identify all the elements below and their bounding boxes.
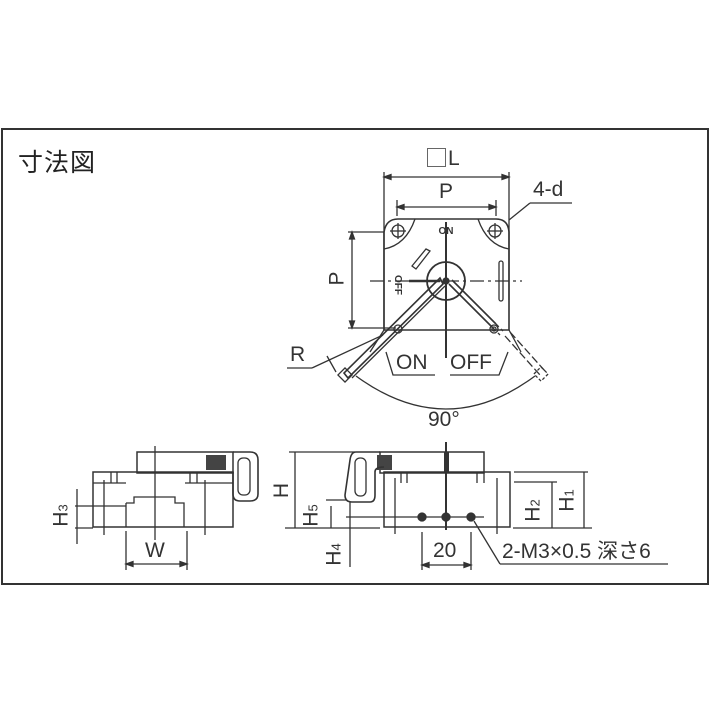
holes-4d-label: 4-d [533,178,564,201]
dim-H-label: H [270,482,294,499]
angle-90-label: 90° [428,408,460,431]
on-position-label: ON [396,351,428,374]
svg-text:OFF: OFF [392,275,403,295]
off-position-label: OFF [450,351,492,374]
thread-note-label: 2-M3×0.5 深さ6 [502,540,651,563]
drawing-frame [1,128,709,585]
dim-H5-label: H5 [299,504,323,527]
dim-H3-label: H3 [49,504,73,527]
dim-P-vertical-label: P [325,271,349,286]
dim-20-label: 20 [433,539,457,562]
square-symbol-icon [427,148,446,167]
dim-H2-label: H2 [521,499,545,522]
radius-R-label: R [290,343,306,366]
dim-H4-label: H4 [322,543,346,566]
page-title: 寸法図 [18,148,97,177]
dim-P-horizontal-label: P [439,180,454,203]
dim-W-label: W [145,539,165,562]
dim-L-label: L [427,148,460,169]
dim-H1-label: H1 [555,489,579,512]
